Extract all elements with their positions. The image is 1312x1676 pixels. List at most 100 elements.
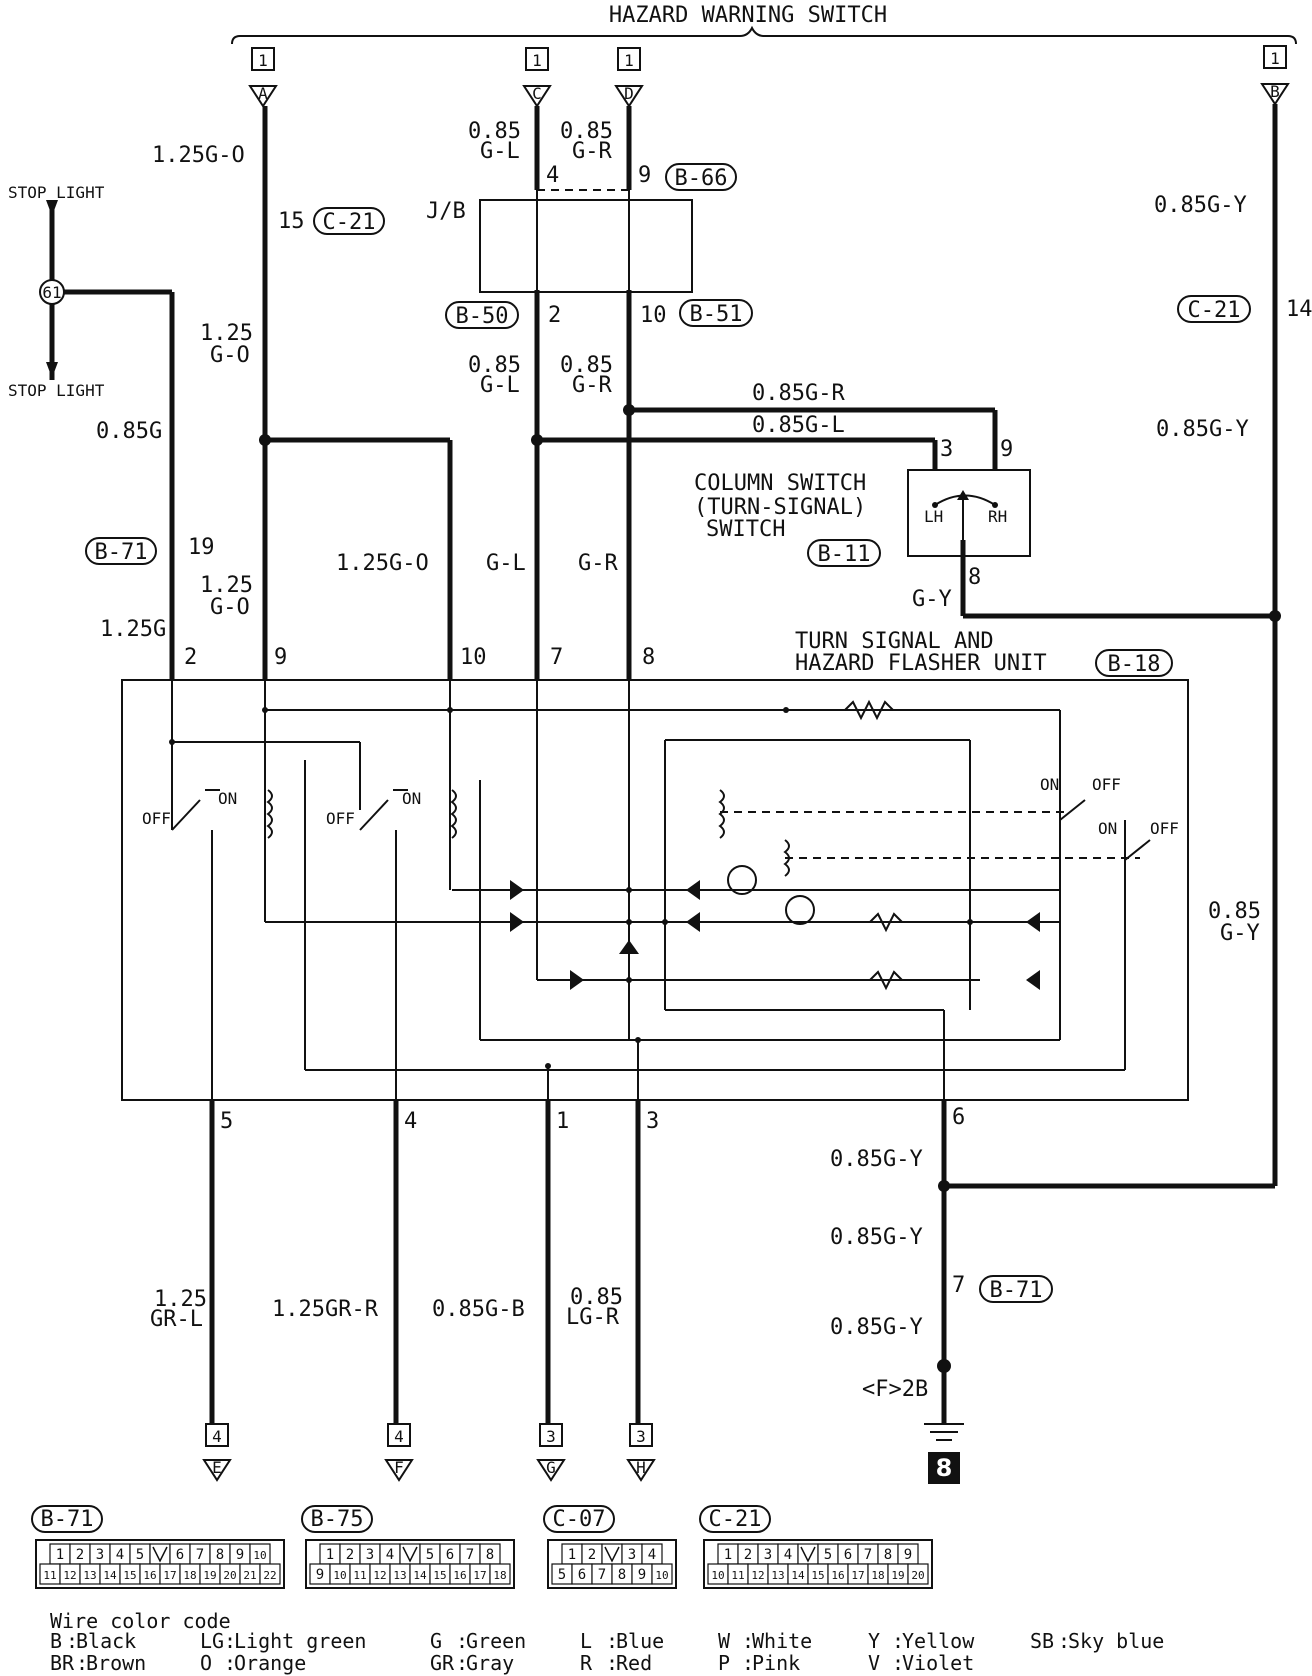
svg-text:3: 3 [940,437,953,462]
connector-pin: 5 [136,1547,144,1563]
svg-text:0.85: 0.85 [560,119,613,144]
wire-stop-light: 61 [39,200,175,680]
svg-text:O: O [200,1651,212,1675]
top-terminal-b: 1 B [1260,45,1290,106]
wire-b [944,104,1281,1189]
svg-text:Black: Black [76,1629,136,1653]
connector-pin: 10 [655,1569,668,1582]
connector-pin: 5 [558,1567,566,1583]
svg-text:P: P [718,1651,730,1675]
connector-pin: 3 [366,1547,374,1563]
svg-text:9: 9 [274,645,287,670]
connector-ref-b50: B-50 [445,301,519,329]
svg-text::: : [224,1651,236,1675]
lh-label: LH [924,507,943,526]
connector-pin: 21 [243,1569,256,1582]
connector-ref-b18: B-18 [1095,649,1173,677]
connector-pin: 16 [143,1569,156,1582]
svg-text:GR: GR [430,1651,455,1675]
svg-text:Orange: Orange [234,1651,306,1675]
svg-text:C-21: C-21 [1188,298,1241,323]
connector-pin: 19 [891,1569,904,1582]
svg-text:G: G [546,1458,556,1477]
svg-text:1: 1 [1270,49,1280,68]
connector-name: B-71 [41,1507,94,1532]
connector-pin: 4 [116,1547,124,1563]
connector-key [800,1546,816,1563]
svg-text:1: 1 [624,51,634,70]
svg-text:3: 3 [636,1427,646,1446]
connector-pin: 3 [764,1547,772,1563]
connector-pin: 7 [196,1547,204,1563]
svg-text:E: E [212,1458,222,1477]
column-switch: COLUMN SWITCH (TURN-SIGNAL) SWITCH LH RH [694,469,1031,557]
bottom-terminal-f: 4 F [384,1423,414,1482]
svg-text:Blue: Blue [616,1629,664,1653]
svg-text:0.85: 0.85 [570,1285,623,1310]
svg-text:19: 19 [188,535,215,560]
svg-text:9: 9 [638,163,651,188]
connector-pin: 18 [493,1569,506,1582]
svg-text:B: B [50,1629,62,1653]
svg-text:0.85G-Y: 0.85G-Y [830,1225,923,1250]
connector-pin: 12 [751,1569,764,1582]
svg-text:9: 9 [1000,437,1013,462]
svg-text:0.85G-Y: 0.85G-Y [1156,417,1249,442]
connector-pin: 15 [433,1569,446,1582]
stop-light-bottom: STOP LIGHT [8,381,105,400]
svg-text:Green: Green [466,1629,526,1653]
connector-pin: 1 [724,1547,732,1563]
svg-text:0.85: 0.85 [560,353,613,378]
connector-pin: 8 [618,1567,626,1583]
svg-text:R: R [580,1651,593,1675]
svg-text:1.25: 1.25 [200,321,253,346]
svg-text:V: V [868,1651,880,1675]
wire-a [259,106,453,680]
svg-text:G-R: G-R [572,373,612,398]
svg-text::: : [892,1629,904,1653]
bottom-terminal-e: 4 E [202,1423,232,1482]
on-label-3: ON [1040,775,1059,794]
connector-key [152,1546,168,1563]
legend-title: Wire color code [50,1609,231,1633]
connector-pin: 4 [784,1547,792,1563]
svg-text:G-L: G-L [486,551,526,576]
connector-pin: 20 [223,1569,236,1582]
column-switch-line1: COLUMN SWITCH [694,471,866,496]
svg-text:7: 7 [952,1273,965,1298]
svg-text:D: D [624,84,634,103]
connector-pin: 15 [123,1569,136,1582]
flasher-unit: TURN SIGNAL AND HAZARD FLASHER UNIT [121,629,1189,1101]
svg-text:Brown: Brown [86,1651,146,1675]
connector-pin: 14 [413,1569,427,1582]
off-label-3: OFF [1092,775,1121,794]
svg-text:Sky blue: Sky blue [1068,1629,1164,1653]
svg-text:0.85G-L: 0.85G-L [752,413,845,438]
diagram-title: HAZARD WARNING SWITCH [609,3,887,28]
svg-text:1.25G-O: 1.25G-O [336,551,429,576]
connector-ref-b71-ground: B-71 [979,1275,1053,1303]
svg-text:4: 4 [212,1427,222,1446]
svg-text::: : [76,1651,88,1675]
connector-pin: 9 [638,1567,646,1583]
svg-text:1: 1 [258,51,268,70]
svg-text:GR-L: GR-L [150,1307,203,1332]
svg-text:0.85G-Y: 0.85G-Y [830,1315,923,1340]
connector-key [604,1546,620,1563]
column-switch-line3: SWITCH [706,517,785,542]
svg-text:Y: Y [868,1629,880,1653]
svg-text:LG: LG [200,1629,224,1653]
svg-text::: : [606,1629,618,1653]
svg-text:1.25: 1.25 [200,573,253,598]
svg-text:14: 14 [1286,297,1312,322]
svg-text:0.85G: 0.85G [96,419,162,444]
svg-text:B-18: B-18 [1108,652,1161,677]
svg-text:0.85: 0.85 [468,353,521,378]
svg-text:2: 2 [184,645,197,670]
top-terminal-c: 1 C [522,47,552,108]
svg-text:B-71: B-71 [95,540,148,565]
svg-text:0.85: 0.85 [468,119,521,144]
